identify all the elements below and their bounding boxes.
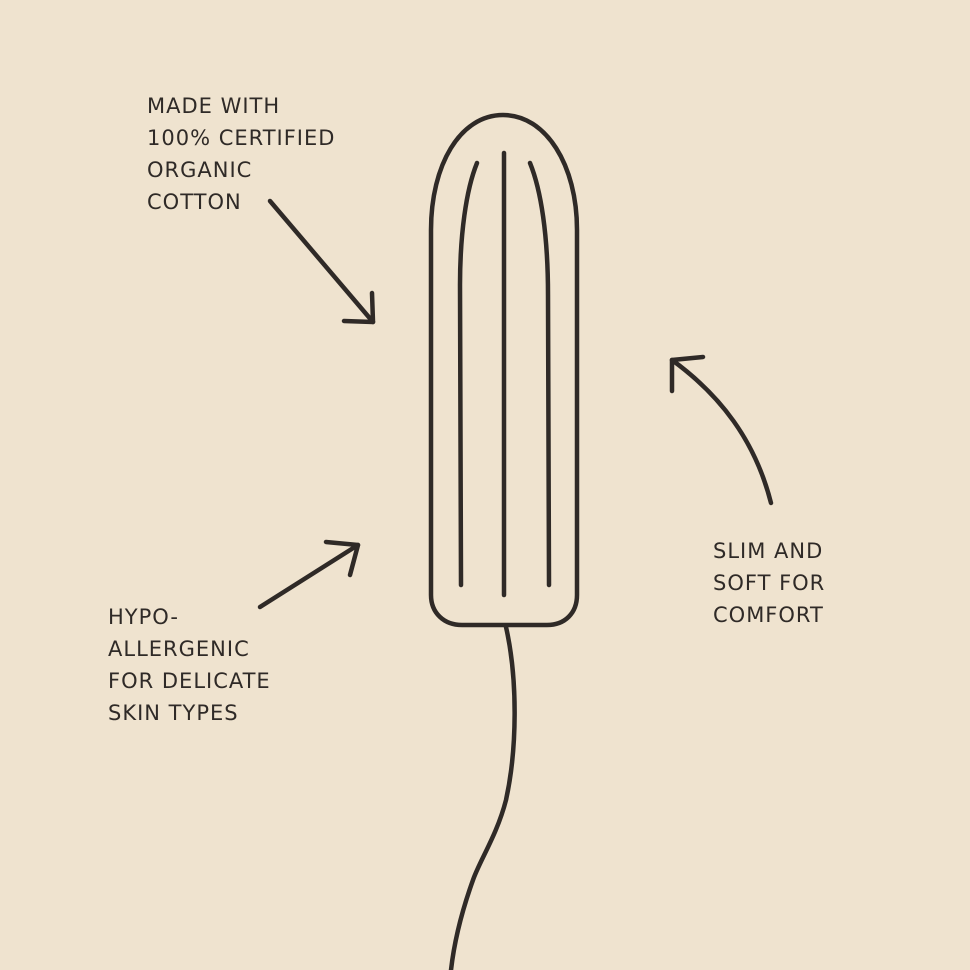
callout-hypo-line-3: FOR DELICATE bbox=[108, 669, 271, 693]
callout-organic-line-1: MADE WITH bbox=[147, 94, 281, 118]
arrow-up-right-icon bbox=[257, 539, 361, 610]
callout-slim-comfort: SLIM AND SOFT FOR COMFORT bbox=[713, 535, 825, 631]
arrow-slim-shaft bbox=[669, 357, 774, 506]
tampon-icon bbox=[428, 112, 580, 970]
callout-organic-line-2: 100% CERTIFIED bbox=[147, 126, 336, 150]
arrow-hypo-shaft bbox=[257, 542, 361, 610]
arrow-organic-head bbox=[341, 290, 376, 325]
arrow-hypo-head bbox=[323, 539, 361, 578]
callout-hypo-line-4: SKIN TYPES bbox=[108, 701, 239, 725]
callout-hypo-line-1: HYPO- bbox=[108, 605, 179, 629]
tampon-string bbox=[448, 624, 517, 970]
arrow-down-right-icon bbox=[267, 198, 376, 325]
callout-organic-line-4: COTTON bbox=[147, 190, 242, 214]
callout-organic-line-3: ORGANIC bbox=[147, 158, 253, 182]
callout-hypo-line-2: ALLERGENIC bbox=[108, 637, 250, 661]
callout-slim-line-1: SLIM AND bbox=[713, 539, 824, 563]
callout-hypoallergenic: HYPO- ALLERGENIC FOR DELICATE SKIN TYPES bbox=[108, 601, 271, 729]
tampon-body-outline bbox=[428, 112, 580, 628]
callout-slim-line-3: COMFORT bbox=[713, 603, 824, 627]
arrow-organic-shaft bbox=[267, 198, 376, 325]
arrow-slim-head bbox=[669, 354, 706, 394]
callout-organic-cotton: MADE WITH 100% CERTIFIED ORGANIC COTTON bbox=[147, 90, 335, 218]
curved-arrow-up-left-icon bbox=[669, 354, 774, 506]
tampon-groove-right bbox=[527, 160, 552, 588]
tampon-groove-left bbox=[457, 160, 480, 588]
callout-slim-line-2: SOFT FOR bbox=[713, 571, 826, 595]
